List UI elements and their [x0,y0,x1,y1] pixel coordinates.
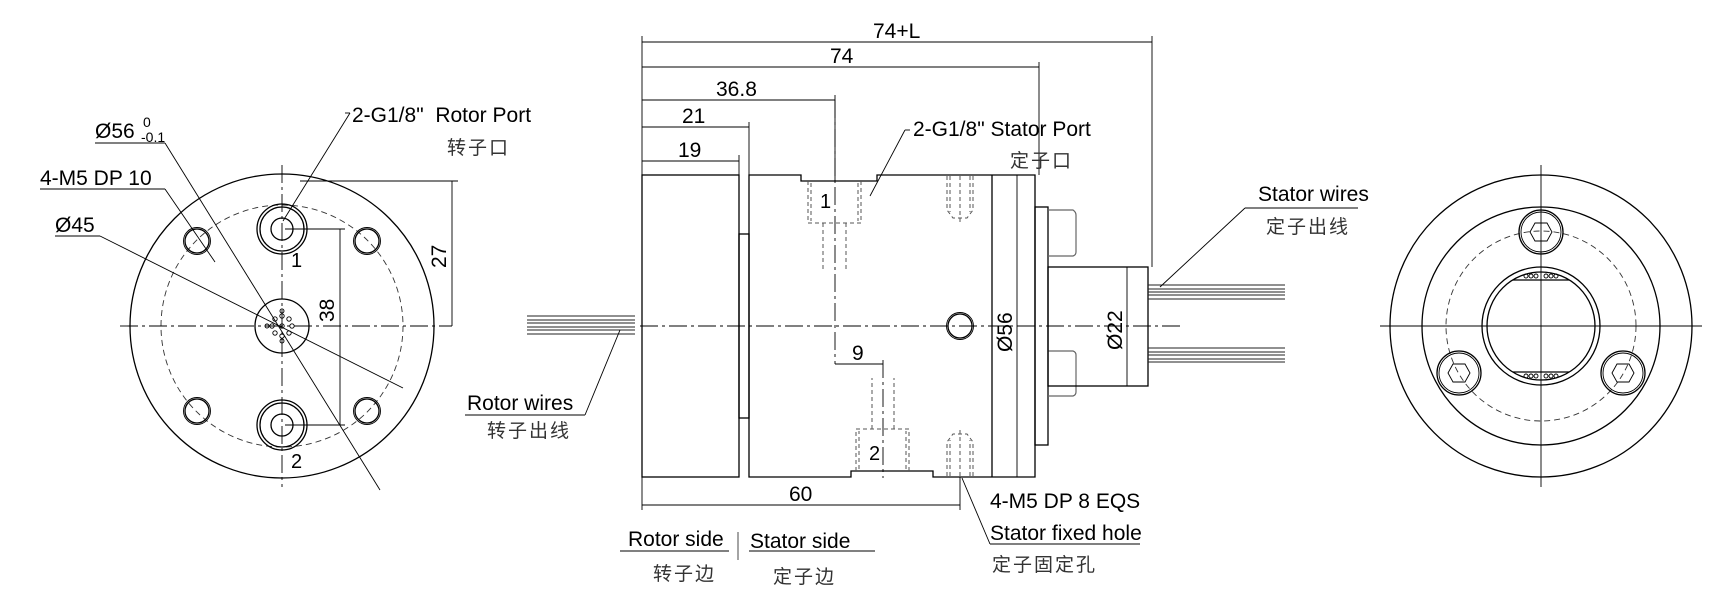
dim-body-length: 74 [830,45,854,68]
bolt-lower-left [1436,350,1482,396]
stator-side-label: Stator side [750,530,850,553]
tolerance-upper: 0 [143,114,151,130]
pcd-label: Ø45 [55,214,95,237]
dia-stator-tube: Ø22 [1104,310,1127,350]
mount-holes-label: 4-M5 DP 10 [40,167,152,190]
rotor-wires-label: Rotor wires [467,392,573,415]
rotor-end-view: 1 2 27 38 Ø56 0 -0.1 4-M5 DP 10 Ø45 2-G1… [40,104,531,491]
fixed-hole-top [946,176,974,222]
flange-bump-top [1048,209,1077,257]
stator-port-label: 2-G1/8" Stator Port [913,118,1091,141]
bundle-dots-top [1523,273,1559,279]
stator-wires-label: Stator wires [1258,183,1369,206]
tolerance-lower: -0.1 [141,129,165,145]
dim-27: 27 [428,245,451,268]
side-port-1-number: 1 [820,191,831,213]
stator-port-label-cn: 定子口 [1010,150,1073,172]
stator-port-2-hidden [855,360,910,478]
wire-dots [264,308,295,344]
rotor-side-label: Rotor side [628,528,724,551]
dim-36-8: 36.8 [716,78,757,101]
side-view: 1 2 [465,20,1369,576]
port-1-number: 1 [291,250,302,272]
dim-21: 21 [682,105,705,128]
fixed-hole-label-cn: 定子固定孔 [992,554,1097,576]
stator-side-label-cn: 定子边 [773,566,836,588]
bundle-dots-bottom [1523,373,1559,379]
stator-end-view [1380,165,1702,487]
bolt-lower-right [1600,350,1646,396]
rotor-port-label: 2-G1/8" Rotor Port [352,104,531,127]
dim-38: 38 [316,299,339,322]
stator-body [748,174,1036,478]
dim-total-length: 74+L [873,20,920,43]
outer-diameter-label: Ø56 [95,120,135,143]
rotor-side-label-cn: 转子边 [653,563,716,585]
fixed-hole-bottom [946,430,974,476]
rotor-wires [527,315,635,335]
rotor-port-label-cn: 转子口 [447,137,510,159]
port-2-number: 2 [291,451,302,473]
bolt-top [1518,209,1564,255]
fixed-hole-label: Stator fixed hole [990,522,1142,545]
stator-tube [1047,266,1149,387]
side-small-hole [947,313,973,339]
stator-wires-label-cn: 定子出线 [1266,216,1350,238]
stator-port-1-hidden [807,100,862,364]
side-port-2-number: 2 [869,443,880,465]
rotor-wires-label-cn: 转子出线 [487,420,571,442]
flange-bump-bottom [1048,350,1077,397]
dim-19: 19 [678,139,701,162]
dia-body: Ø56 [994,312,1017,352]
dim-60: 60 [789,483,812,506]
fixed-hole-spec: 4-M5 DP 8 EQS [990,490,1140,513]
side-legend: Rotor side 转子边 Stator side 定子边 [620,528,875,588]
mount-holes [183,227,381,425]
stator-wires [1148,284,1285,363]
dim-9: 9 [852,342,864,365]
